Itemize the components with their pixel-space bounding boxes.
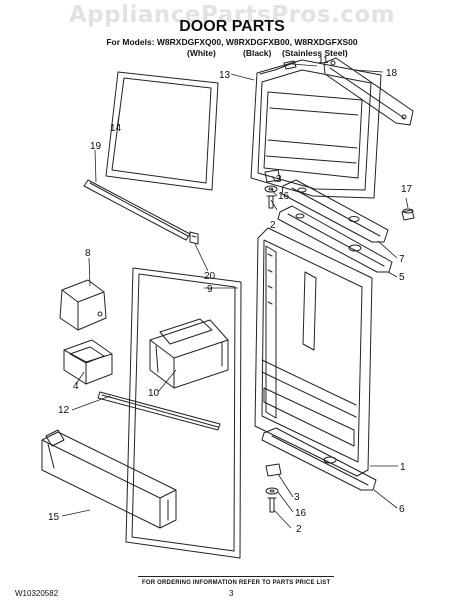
models-line: For Models: W8RXDGFXQ00, W8RXDGFXB00, W8… [106,37,358,47]
finish-white: (White) [187,48,216,58]
door-bin-large [149,318,229,389]
ordering-note: FOR ORDERING INFORMATION REFER TO PARTS … [142,580,331,586]
hinge-trim-center [277,205,393,273]
small-bin [63,339,113,385]
callout-12: 12 [58,405,70,416]
upper-door-gasket [105,71,219,191]
upper-door-handle [323,57,414,126]
callout-8: 8 [85,248,91,259]
callout-2-lower: 2 [296,524,302,535]
callout-7: 7 [399,254,405,265]
callout-2-upper: 2 [270,220,276,231]
callout-16-upper: 16 [278,191,290,202]
callout-9: 9 [207,284,213,295]
finish-black: (Black) [243,48,272,58]
callout-16-lower: 16 [295,508,307,519]
callout-5: 5 [399,272,405,283]
upper-trim-strip [83,179,191,241]
door-shelf-bin [41,429,177,529]
plug [401,208,415,221]
leader-lines [61,63,409,529]
lower-hinge-parts [265,463,282,513]
callout-labels: 11 13 18 14 19 17 3 16 2 7 5 8 20 9 10 4… [48,55,413,535]
upper-door-cap [283,60,297,70]
callout-6: 6 [399,504,405,515]
upper-door [250,59,382,199]
callout-4: 4 [73,381,79,392]
callout-1: 1 [400,462,406,473]
callout-17: 17 [401,184,413,195]
callout-3-upper: 3 [276,174,282,185]
callout-15: 15 [48,512,60,523]
dairy-door [59,279,107,331]
callout-14: 14 [110,123,122,134]
callout-10: 10 [148,388,160,399]
callout-11: 11 [318,55,329,66]
page-title: DOOR PARTS [179,18,285,35]
callout-3-lower: 3 [294,492,300,503]
finish-stainless: (Stainless Steel) [282,48,348,58]
callout-13: 13 [219,70,231,81]
upper-hinge-parts [264,169,281,209]
callout-19: 19 [90,141,102,152]
callout-20: 20 [204,271,216,282]
callout-18: 18 [386,68,398,79]
lower-door-gasket [125,267,242,559]
footer-rule [138,576,334,577]
watermark: AppliancePartsPros.com [68,2,396,28]
fresh-food-door [254,227,373,477]
lower-trim-strip [97,391,221,431]
page-number: 3 [229,589,234,598]
small-bracket [189,231,199,245]
document-number: W10320582 [15,589,59,598]
hinge-trim-upper [281,179,389,243]
hinge-trim-lower [261,427,377,491]
